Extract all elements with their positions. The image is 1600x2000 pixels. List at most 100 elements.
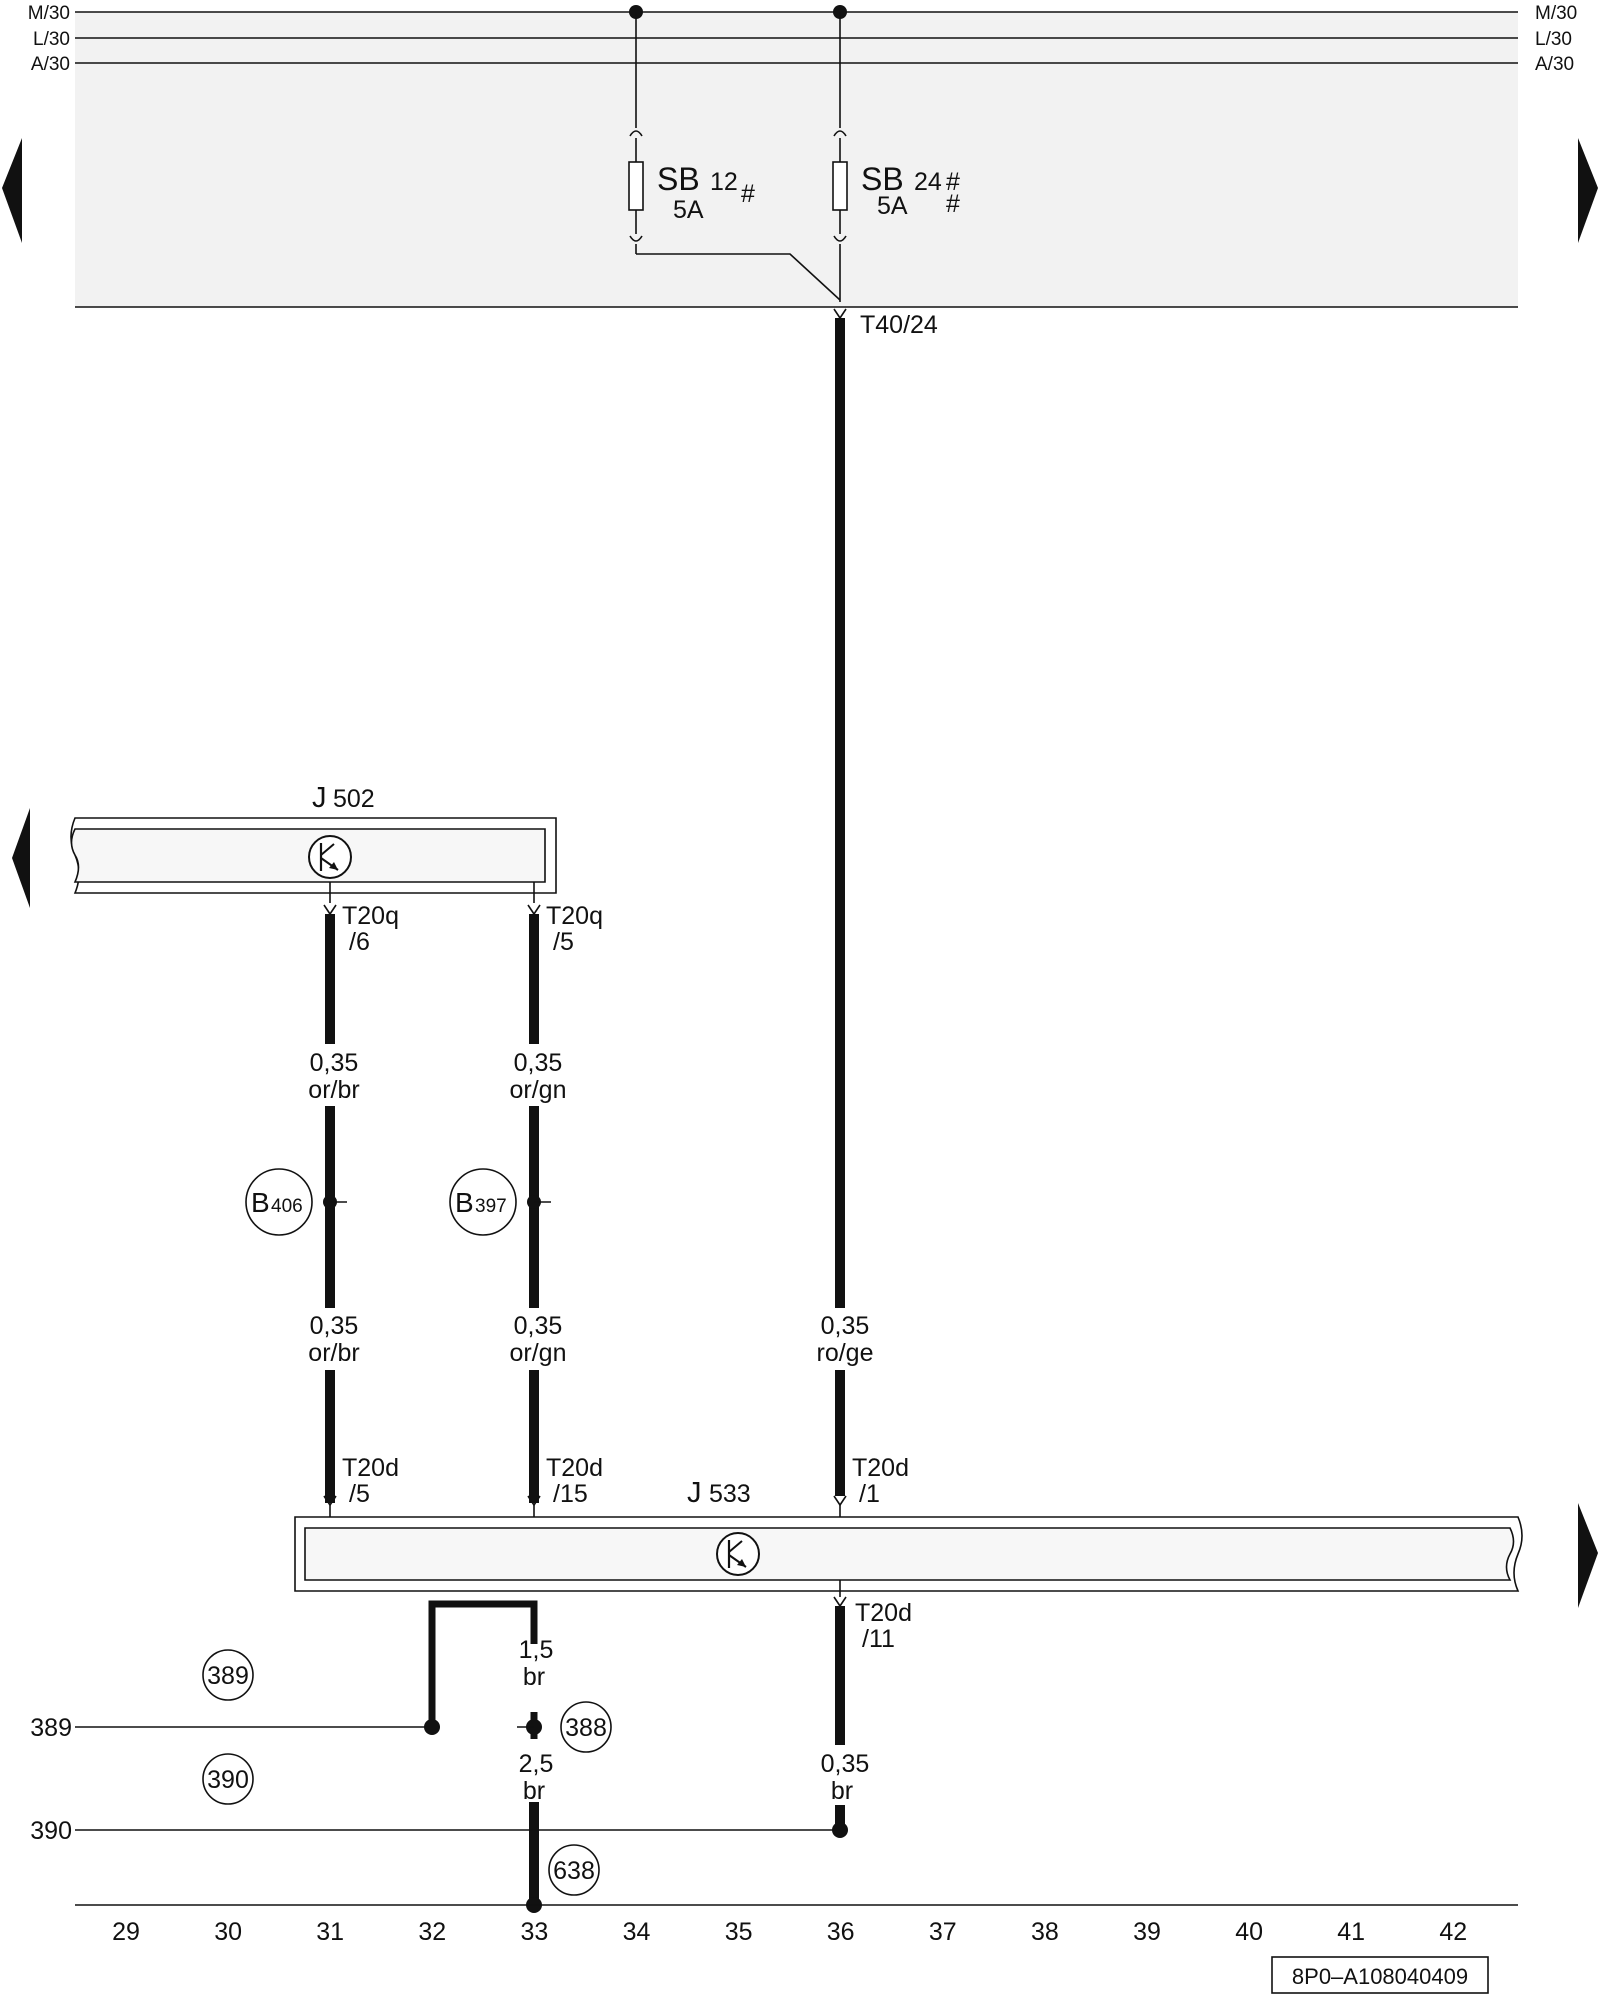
connector-t40-24-symbol xyxy=(833,308,847,320)
connector-t20q-6-line1: T20q xyxy=(342,902,399,930)
wire-ground-bridge xyxy=(428,1600,538,1727)
fuse-sb24-mark-2: # xyxy=(946,190,960,218)
ground-638-badge-label: 638 xyxy=(553,1857,595,1885)
fuse-sb12-body xyxy=(628,161,644,211)
junction-b397-number: 397 xyxy=(475,1196,507,1217)
grid-label: 42 xyxy=(1439,1918,1467,1946)
junction-b397-badge xyxy=(449,1168,517,1236)
fuse-sb12-prefix: SB xyxy=(657,161,700,197)
connector-t20d-11-symbol xyxy=(833,1596,847,1608)
wire-or-br-top-color: or/br xyxy=(308,1076,359,1104)
grid-label: 38 xyxy=(1031,1918,1059,1946)
fuse-sb24-top-contact xyxy=(833,130,847,137)
grid-label: 34 xyxy=(623,1918,651,1946)
nav-arrow-right-icon[interactable] xyxy=(1578,1503,1598,1608)
ground-line-390-label: 390 xyxy=(30,1817,72,1845)
junction-b406-number: 406 xyxy=(271,1196,303,1217)
fuse-sb12-rating: 5A xyxy=(673,196,704,224)
ground-389-dot xyxy=(424,1719,440,1735)
connector-t20d-1-symbol xyxy=(833,1495,847,1507)
wire-or-gn-top-color: or/gn xyxy=(510,1076,567,1104)
j533-inner-box xyxy=(304,1527,1515,1581)
wire-or-br-bottom-color: or/br xyxy=(308,1339,359,1367)
fuse-sb12-mark: # xyxy=(741,180,755,208)
grid-scale: 29 30 31 32 33 34 35 36 37 38 39 40 41 42 xyxy=(112,1918,1467,1946)
ground-388-badge xyxy=(560,1701,612,1753)
connector-t20d-15-line2: /15 xyxy=(553,1480,588,1508)
ground-390-badge xyxy=(202,1753,254,1805)
connector-t20d-5-line1: T20d xyxy=(342,1454,399,1482)
j502-number: 502 xyxy=(333,785,375,813)
connector-t20q-5-line2: /5 xyxy=(553,928,574,956)
grid-label: 35 xyxy=(725,1918,753,1946)
rail-label-m30-left: M/30 xyxy=(28,3,70,24)
doc-id-box xyxy=(1271,1956,1489,1994)
grid-label: 40 xyxy=(1235,1918,1263,1946)
connector-t20d-11-line2: /11 xyxy=(862,1625,895,1653)
grid-label: 31 xyxy=(316,1918,344,1946)
ground-line-389-label: 389 xyxy=(30,1714,72,1742)
relay-panel xyxy=(75,12,1518,307)
wire-or-br-top-size: 0,35 xyxy=(310,1049,359,1077)
j533-number: 533 xyxy=(709,1480,751,1508)
ground-638-badge xyxy=(548,1844,600,1896)
j533-transistor-icon xyxy=(716,1532,760,1576)
ground-388-badge-label: 388 xyxy=(565,1714,607,1742)
rail-label-l30-right: L/30 xyxy=(1535,29,1572,50)
grid-label: 41 xyxy=(1337,1918,1365,1946)
ground-390-badge-label: 390 xyxy=(207,1766,249,1794)
fuse-sb24-prefix: SB xyxy=(861,161,904,197)
connector-t20q-5-line1: T20q xyxy=(546,902,603,930)
wire-or-gn-bottom-size: 0,35 xyxy=(514,1312,563,1340)
wire-or-gn-top-size: 0,35 xyxy=(514,1049,563,1077)
connector-t40-24-label: T40/24 xyxy=(860,311,938,339)
rail-label-m30-right: M/30 xyxy=(1535,3,1577,24)
fuse-sb24-number: 24 xyxy=(914,168,942,196)
fuse-sb24-rating: 5A xyxy=(877,192,908,220)
grid-label: 29 xyxy=(112,1918,140,1946)
fuse-sb24-mark-1: # xyxy=(946,168,960,196)
grid-label: 30 xyxy=(214,1918,242,1946)
nav-arrow-left-icon[interactable] xyxy=(12,808,30,908)
connector-t20d-1-line1: T20d xyxy=(852,1454,909,1482)
wire-br-0-35-color: br xyxy=(831,1777,853,1805)
grid-label: 39 xyxy=(1133,1918,1161,1946)
wire-br-1-5-color: br xyxy=(523,1663,545,1691)
grid-label: 37 xyxy=(929,1918,957,1946)
connector-t20d-15-line1: T20d xyxy=(546,1454,603,1482)
doc-id: 8P0–A108040409 xyxy=(1292,1964,1468,1989)
wire-br-2-5-color: br xyxy=(523,1777,545,1805)
nav-arrow-right-icon[interactable] xyxy=(1578,138,1598,243)
grid-label: 32 xyxy=(418,1918,446,1946)
wire-ro-ge-color: ro/ge xyxy=(817,1339,874,1367)
ground-389-badge-label: 389 xyxy=(207,1662,249,1690)
grid-label: 33 xyxy=(520,1918,548,1946)
junction-b406-letter: B xyxy=(251,1187,270,1218)
wire-or-br-bottom-size: 0,35 xyxy=(310,1312,359,1340)
fuse-sb24-bottom-contact xyxy=(833,235,847,242)
ground-389-badge xyxy=(202,1649,254,1701)
wire-br-2-5-size: 2,5 xyxy=(519,1750,554,1778)
j502-transistor-icon xyxy=(308,835,352,879)
connector-t20d-1-line2: /1 xyxy=(859,1480,880,1508)
fuse-sb12-bottom-contact xyxy=(629,235,643,242)
connector-t20q-6-symbol xyxy=(323,904,337,916)
fuse-sb12-number: 12 xyxy=(710,168,738,196)
wire-ro-ge-size: 0,35 xyxy=(821,1312,870,1340)
ground-390-dot xyxy=(832,1822,848,1838)
nav-arrow-left-icon[interactable] xyxy=(2,138,22,243)
connector-t20q-5-symbol xyxy=(527,904,541,916)
fuse-sb12-top-contact xyxy=(629,130,643,137)
connector-t20q-6-line2: /6 xyxy=(349,928,370,956)
grid-label: 36 xyxy=(827,1918,855,1946)
rail-label-a30-left: A/30 xyxy=(31,54,70,75)
j502-letter: J xyxy=(312,782,327,814)
junction-b406-badge xyxy=(245,1168,313,1236)
connector-t20d-5-line2: /5 xyxy=(349,1480,370,1508)
wire-br-1-5-size: 1,5 xyxy=(519,1636,554,1664)
fuse-sb24-body xyxy=(832,161,848,211)
rail-label-a30-right: A/30 xyxy=(1535,54,1574,75)
fuse-sb12-bridge xyxy=(636,253,841,301)
connector-t20d-11-line1: T20d xyxy=(855,1599,912,1627)
